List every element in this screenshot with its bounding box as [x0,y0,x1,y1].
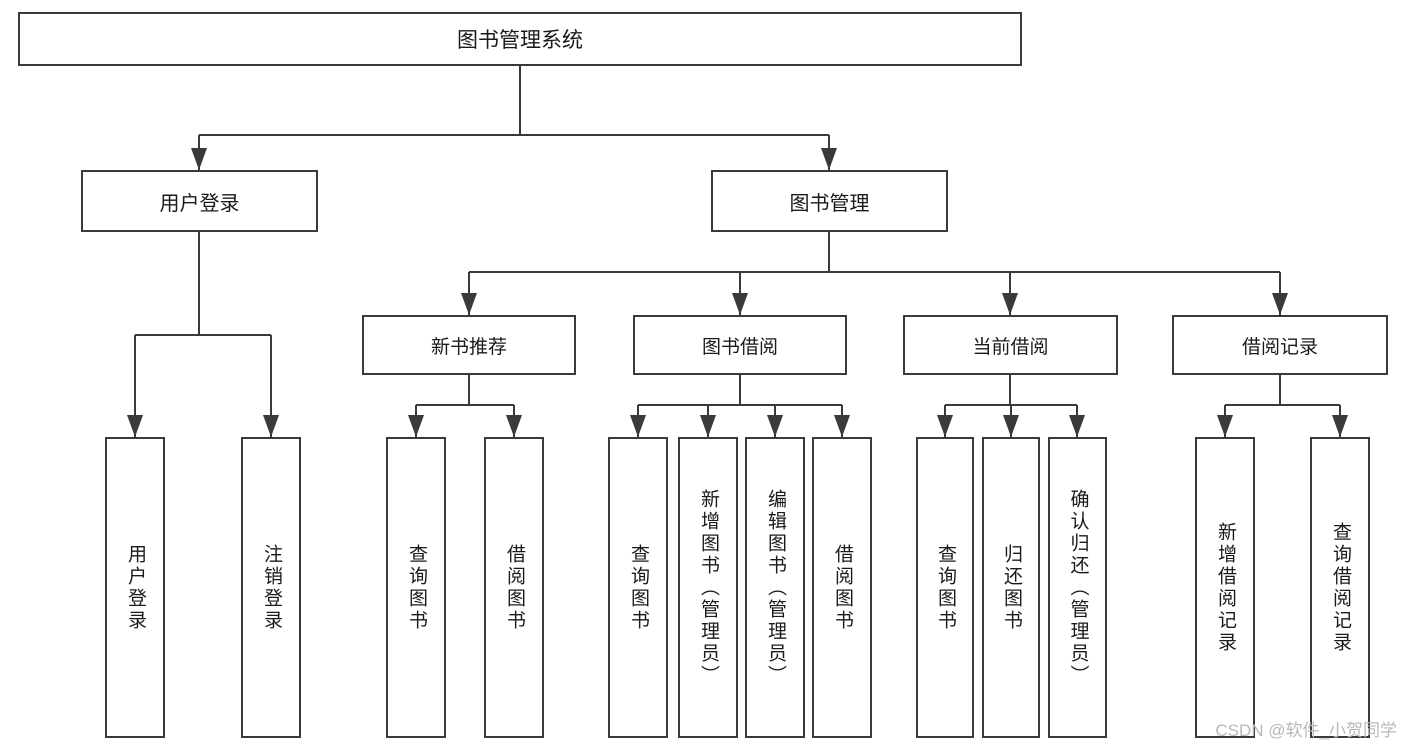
node-b-lend[interactable]: 借阅图书 [812,437,872,738]
current-to-leaves-arrowhead [937,415,953,437]
node-label: 借阅记录 [1241,336,1318,358]
records-to-leaves-arrowhead [1332,415,1348,437]
node-label: 图书管理 [789,192,870,215]
node-label: 新增借阅记录 [1214,521,1236,654]
root-to-level1-arrowhead [191,148,207,170]
node-label: 查询图书 [934,543,956,632]
node-n-borrow[interactable]: 借阅图书 [484,437,544,738]
node-n-query[interactable]: 查询图书 [386,437,446,738]
node-label: 用户登录 [159,192,240,215]
node-label: 图书借阅 [701,336,778,358]
node-label: 新书推荐 [430,336,507,358]
newbook-to-leaves-arrowhead [408,415,424,437]
borrow-to-leaves-arrowhead [630,415,646,437]
node-l-logout[interactable]: 注销登录 [241,437,301,738]
node-label: 新增图书（管理员） [697,488,719,687]
node-borrow[interactable]: 图书借阅 [633,315,847,375]
node-newbook[interactable]: 新书推荐 [362,315,576,375]
node-label: 查询图书 [627,543,649,632]
borrow-to-leaves-arrowhead [700,415,716,437]
node-login[interactable]: 用户登录 [81,170,318,232]
node-b-add[interactable]: 新增图书（管理员） [678,437,738,738]
login-to-leaves-arrowhead [127,415,143,437]
node-records[interactable]: 借阅记录 [1172,315,1388,375]
node-c-return[interactable]: 归还图书 [982,437,1040,738]
bookmgmt-to-level2-arrowhead [1272,293,1288,315]
newbook-to-leaves-arrowhead [506,415,522,437]
node-bookmgmt[interactable]: 图书管理 [711,170,948,232]
node-current[interactable]: 当前借阅 [903,315,1118,375]
node-label: 当前借阅 [972,336,1049,358]
login-to-leaves-arrowhead [263,415,279,437]
root-to-level1-arrowhead [821,148,837,170]
watermark: CSDN @软件_小贺同学 [1215,721,1397,740]
bookmgmt-to-level2-arrowhead [732,293,748,315]
node-label: 归还图书 [1000,543,1022,632]
node-label: 编辑图书（管理员） [764,488,786,687]
node-label: 图书管理系统 [457,29,583,52]
node-label: 查询借阅记录 [1329,521,1351,654]
borrow-to-leaves-arrowhead [834,415,850,437]
node-l-login[interactable]: 用户登录 [105,437,165,738]
current-to-leaves-arrowhead [1003,415,1019,437]
bookmgmt-to-level2-arrowhead [1002,293,1018,315]
node-label: 借阅图书 [831,543,853,632]
node-label: 借阅图书 [503,543,525,632]
bookmgmt-to-level2-arrowhead [461,293,477,315]
node-label: 确认归还（管理员） [1067,488,1089,687]
node-label: 用户登录 [124,543,146,632]
node-c-confirm[interactable]: 确认归还（管理员） [1048,437,1107,738]
node-c-query[interactable]: 查询图书 [916,437,974,738]
node-label: 查询图书 [405,543,427,632]
node-root[interactable]: 图书管理系统 [18,12,1022,66]
node-b-query[interactable]: 查询图书 [608,437,668,738]
node-r-query[interactable]: 查询借阅记录 [1310,437,1370,738]
borrow-to-leaves-arrowhead [767,415,783,437]
current-to-leaves-arrowhead [1069,415,1085,437]
node-r-add[interactable]: 新增借阅记录 [1195,437,1255,738]
records-to-leaves-arrowhead [1217,415,1233,437]
node-b-edit[interactable]: 编辑图书（管理员） [745,437,805,738]
node-label: 注销登录 [260,543,282,632]
